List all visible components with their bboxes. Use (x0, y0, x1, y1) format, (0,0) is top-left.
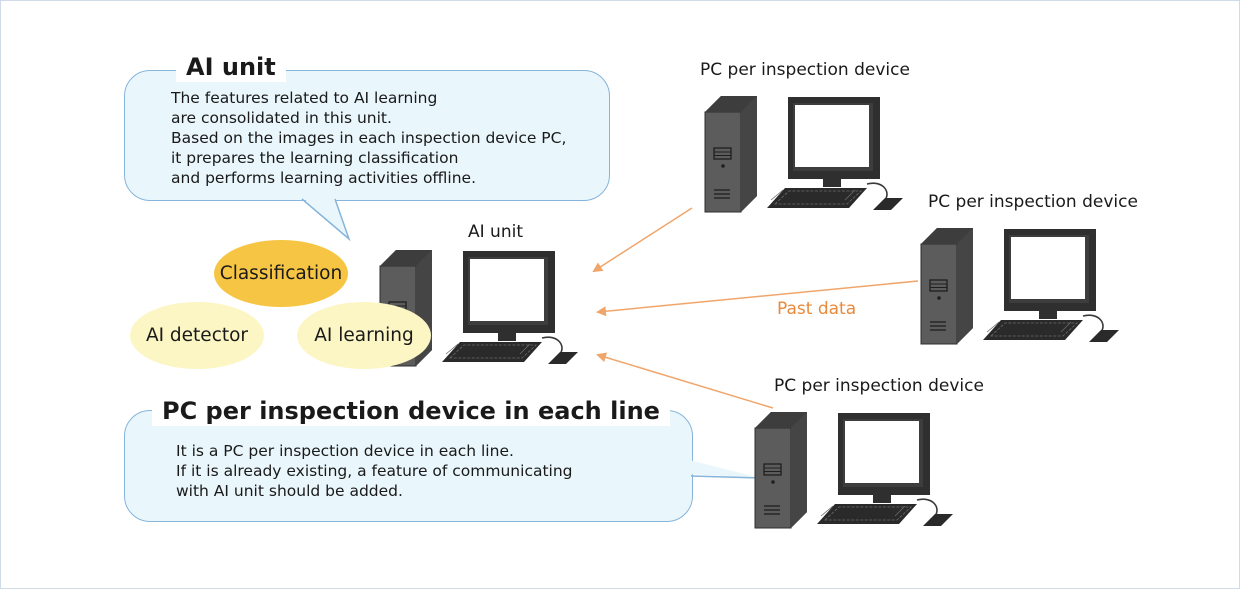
feature-ai-detector-label: AI detector (145, 325, 249, 346)
desktop-computer-icon (920, 227, 1120, 345)
arrow-bottom-pc-to-ai-unit (596, 352, 774, 409)
feature-classification: Classification (214, 240, 348, 307)
feature-ai-learning: AI learning (297, 302, 431, 369)
ai-unit-bubble-line: it prepares the learning classification (171, 149, 459, 167)
desktop-computer-icon (754, 411, 954, 529)
ai-unit-bubble (124, 70, 610, 201)
past-data-label: Past data (777, 299, 857, 319)
line-pc-bubble-title: PC per inspection device in each line (152, 396, 670, 426)
ai-unit-bubble-text: The features related to AI learning are … (171, 88, 566, 188)
ai-unit-bubble-title: AI unit (176, 52, 286, 82)
line-pc-bubble-line: It is a PC per inspection device in each… (176, 442, 514, 460)
arrow-top-pc-to-ai-unit (592, 207, 693, 273)
ai-unit-bubble-line: The features related to AI learning (171, 89, 438, 107)
line-pc-bubble-line: with AI unit should be added. (176, 482, 403, 500)
inspection-pc-label-top: PC per inspection device (700, 60, 910, 80)
ai-unit-bubble-line: are consolidated in this unit. (171, 109, 392, 127)
desktop-computer-icon (704, 95, 904, 213)
ai-unit-label: AI unit (468, 222, 523, 242)
feature-ai-detector: AI detector (130, 302, 264, 369)
feature-classification-label: Classification (219, 263, 343, 284)
inspection-pc-label-bottom: PC per inspection device (774, 376, 984, 396)
line-pc-bubble-text: It is a PC per inspection device in each… (176, 441, 573, 501)
line-pc-bubble-line: If it is already existing, a feature of … (176, 462, 573, 480)
ai-unit-bubble-line: Based on the images in each inspection d… (171, 129, 567, 147)
feature-ai-learning-label: AI learning (314, 325, 414, 346)
arrow-middle-pc-to-ai-unit (596, 280, 919, 317)
inspection-pc-label-middle: PC per inspection device (928, 192, 1138, 212)
line-pc-bubble (124, 410, 693, 522)
ai-unit-bubble-line: and performs learning activities offline… (171, 169, 477, 187)
